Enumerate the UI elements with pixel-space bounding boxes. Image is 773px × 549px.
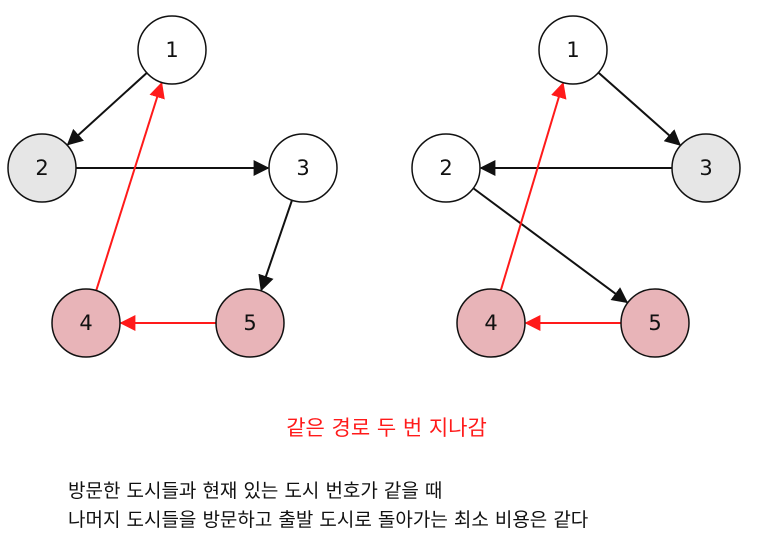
node-circle <box>671 133 741 203</box>
caption-repeated-path: 같은 경로 두 번 지나감 <box>286 416 487 440</box>
graph2-edge-4-to-1 <box>499 81 567 291</box>
graph1-edge-4-to-1 <box>95 81 165 291</box>
node-label: 1 <box>165 38 178 62</box>
graph2-node-5: 5 <box>620 288 690 358</box>
node-label: 2 <box>439 156 452 180</box>
node-circle <box>7 133 77 203</box>
graph2-node-3: 3 <box>671 133 741 203</box>
graph2-node-2: 2 <box>411 133 481 203</box>
graph1-node-4: 4 <box>51 288 121 358</box>
graph2-edge-2-to-5 <box>472 187 629 304</box>
node-circle <box>51 288 121 358</box>
graph2-edge-1-to-3 <box>597 71 682 146</box>
node-label: 4 <box>484 311 497 335</box>
node-label: 3 <box>296 156 309 180</box>
graph1-node-5: 5 <box>215 288 285 358</box>
node-label: 1 <box>566 38 579 62</box>
node-circle <box>411 133 481 203</box>
graph1-node-3: 3 <box>268 133 338 203</box>
node-circle <box>620 288 690 358</box>
graph1-edge-3-to-5 <box>258 199 293 292</box>
graph2-node-1: 1 <box>538 15 608 85</box>
node-label: 4 <box>79 311 92 335</box>
node-label: 5 <box>243 311 256 335</box>
graph1-node-1: 1 <box>137 15 207 85</box>
graph2-node-4: 4 <box>456 288 526 358</box>
node-circle <box>456 288 526 358</box>
node-circle <box>137 15 207 85</box>
node-label: 2 <box>35 156 48 180</box>
description-line-2: 나머지 도시들을 방문하고 출발 도시로 돌아가는 최소 비용은 같다 <box>68 509 589 531</box>
graph1-edge-1-to-2 <box>66 72 148 146</box>
node-label: 3 <box>699 156 712 180</box>
node-circle <box>215 288 285 358</box>
node-label: 5 <box>648 311 661 335</box>
node-circle <box>268 133 338 203</box>
description-line-1: 방문한 도시들과 현재 있는 도시 번호가 같을 때 <box>68 480 443 502</box>
graph1-node-2: 2 <box>7 133 77 203</box>
node-circle <box>538 15 608 85</box>
